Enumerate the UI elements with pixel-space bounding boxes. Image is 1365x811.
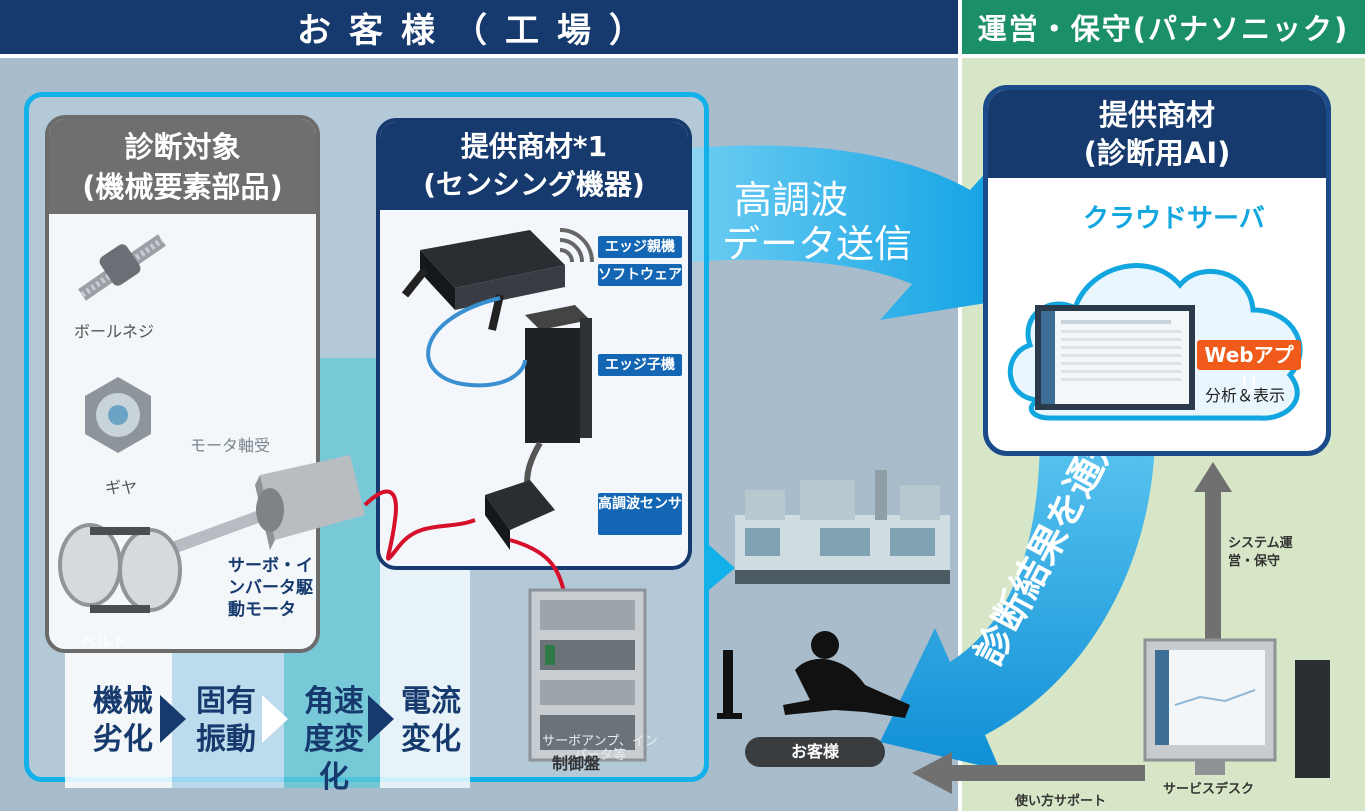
stage-natural-vibration: 固有振動 bbox=[196, 684, 256, 757]
gear-image bbox=[85, 377, 151, 453]
stage-arrow-1 bbox=[160, 695, 186, 743]
diagnosis-target-title: 診断対象 (機械要素部品) bbox=[49, 119, 316, 214]
data-send-text: 高調波 データ送信 bbox=[722, 178, 913, 266]
tag-edge-parent: エッジ親機 bbox=[598, 236, 682, 258]
sensing-devices-image bbox=[401, 228, 594, 550]
tag-hf-sensor: 高調波センサ bbox=[598, 493, 682, 535]
tag-edge-child: エッジ子機 bbox=[598, 354, 682, 376]
control-panel-image bbox=[528, 588, 647, 762]
sensing-device-title: 提供商材*1 (センシング機器) bbox=[380, 122, 688, 210]
web-app-tag: Webアプリ bbox=[1197, 340, 1301, 397]
gear-label: ギヤ bbox=[105, 478, 138, 497]
system-arrow-shaft bbox=[1205, 490, 1221, 640]
system-maintenance-label: システム運営・保守 bbox=[1228, 536, 1293, 569]
power-cables bbox=[363, 489, 567, 599]
customer-factory-header: お客様（工場） bbox=[0, 0, 958, 54]
ball-screw-image bbox=[78, 234, 166, 301]
ball-screw-label: ボールネジ bbox=[74, 322, 155, 341]
system-arrow-head bbox=[1194, 462, 1232, 492]
factory-flow-arrow bbox=[709, 545, 735, 590]
support-arrow-shaft bbox=[950, 765, 1145, 781]
tag-software: ソフトウェア bbox=[598, 264, 682, 286]
control-panel-label: 制御盤 bbox=[552, 754, 601, 773]
customer-silhouette-image bbox=[717, 631, 910, 719]
support-arrow-head bbox=[912, 752, 952, 794]
belt-drive-motor-image bbox=[58, 455, 365, 613]
motor-bearing-label: モータ軸受 bbox=[190, 436, 271, 455]
stage-current-change: 電流変化 bbox=[401, 684, 461, 757]
factory-machine-image bbox=[735, 470, 950, 584]
service-desk-label: サービスデスク bbox=[1163, 782, 1255, 797]
operation-header: 運営・保守(パナソニック) bbox=[962, 0, 1365, 54]
cloud-server-label: クラウドサーバ bbox=[1083, 204, 1265, 234]
belt-label: ベルト bbox=[80, 632, 129, 651]
control-panel-ghost-label: サーボアンプ、インバータ等 bbox=[542, 734, 658, 763]
customer-badge: お客様 bbox=[745, 737, 885, 767]
data-send-arrow bbox=[690, 145, 1005, 320]
usage-support-label: 使い方サポート bbox=[1015, 794, 1107, 809]
analysis-display-label: 分析＆表示 bbox=[1205, 386, 1286, 405]
stage-arrow-3 bbox=[368, 695, 394, 743]
stage-arrow-2 bbox=[262, 695, 288, 743]
stage-mechanical-degradation: 機械劣化 bbox=[93, 684, 153, 757]
servo-motor-label: サーボ・インバータ駆動モータ bbox=[228, 556, 313, 620]
cloud-image bbox=[1007, 263, 1303, 421]
diagnosis-ai-title: 提供商材 (診断用AI) bbox=[988, 90, 1326, 178]
notify-arrow bbox=[880, 430, 1155, 770]
stage-angular-velocity-change: 角速度変化 bbox=[304, 684, 364, 795]
service-desk-image bbox=[1143, 638, 1330, 778]
